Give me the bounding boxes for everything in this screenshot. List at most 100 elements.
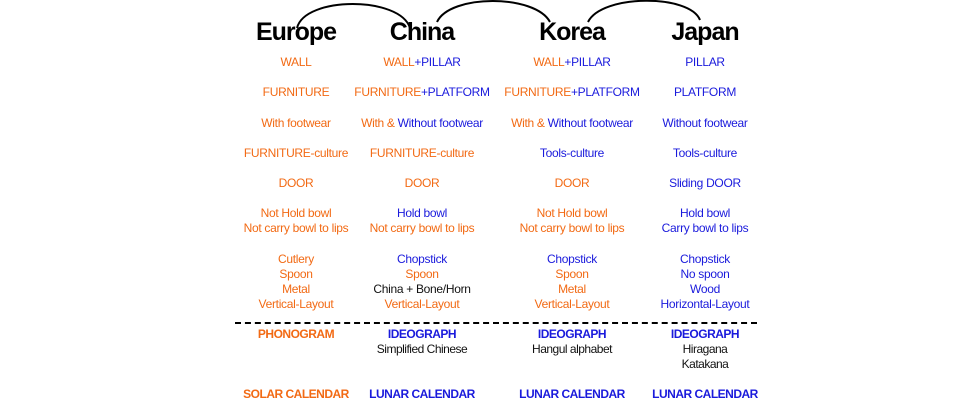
text-segment: Sliding DOOR [669,176,741,190]
text-segment: Katakana [681,357,729,371]
cell-line: With footwear [216,116,376,131]
text-segment: Hiragana [682,342,728,356]
text-segment: Metal [558,282,586,296]
trait-cell: DOOR [492,176,652,191]
cell-line: Sliding DOOR [625,176,785,191]
connector-arcs [296,0,701,29]
cell-line: IDEOGRAPH [342,327,502,342]
trait-cell: WALL [216,55,376,70]
cell-line: DOOR [342,176,502,191]
text-segment: Not Hold bowl [260,206,332,220]
column-title: Korea [539,18,606,46]
trait-cell: DOOR [216,176,376,191]
trait-cell: WALL+PILLAR [492,55,652,70]
cell-line: PILLAR [625,55,785,70]
cell-line: Not carry bowl to lips [216,221,376,236]
text-segment: Tools-culture [539,146,605,160]
text-segment: Tools-culture [672,146,738,160]
text-segment: WALL [383,55,415,69]
cell-line: Horizontal-Layout [625,297,785,312]
text-segment: +PILLAR [564,55,611,69]
text-segment: FURNITURE [262,85,330,99]
text-segment: China + Bone/Horn [373,282,471,296]
writing-system-cell: PHONOGRAM [216,327,376,342]
cell-line: Wood [625,282,785,297]
text-segment: With footwear [261,116,331,130]
arc-europe-china [296,3,411,29]
trait-cell: PILLAR [625,55,785,70]
text-segment: Hangul alphabet [532,342,612,356]
text-segment: Vertical-Layout [534,297,610,311]
cell-line: DOOR [492,176,652,191]
calendar-cell: LUNAR CALENDAR [492,387,652,402]
text-segment: FURNITURE-culture [369,146,475,160]
cell-line: FURNITURE+PLATFORM [492,85,652,100]
text-segment: Spoon [279,267,313,281]
cell-line: Not carry bowl to lips [342,221,502,236]
cell-line: Vertical-Layout [342,297,502,312]
dashed-divider [235,322,757,324]
trait-cell: WALL+PILLAR [342,55,502,70]
calendar-cell: LUNAR CALENDAR [342,387,502,402]
trait-cell: With & Without footwear [342,116,502,131]
cell-line: Tools-culture [625,146,785,161]
cell-line: Hold bowl [342,206,502,221]
text-segment: Chopstick [397,252,447,266]
text-segment: FURNITURE [504,85,571,99]
cell-line: FURNITURE-culture [342,146,502,161]
text-segment: Hold bowl [397,206,447,220]
cell-line: China + Bone/Horn [342,282,502,297]
text-segment: Spoon [405,267,439,281]
text-segment: With & [361,116,398,130]
cell-line: Tools-culture [492,146,652,161]
trait-cell: Tools-culture [625,146,785,161]
trait-cell: FURNITURE-culture [342,146,502,161]
trait-cell: Without footwear [625,116,785,131]
trait-cell: With & Without footwear [492,116,652,131]
text-segment: Cutlery [278,252,314,266]
text-segment: Without footwear [662,116,748,130]
text-segment: LUNAR CALENDAR [652,387,758,401]
text-segment: Carry bowl to lips [661,221,749,235]
cell-line: Spoon [342,267,502,282]
cell-line: WALL [216,55,376,70]
cell-line: Not Hold bowl [216,206,376,221]
text-segment: Not carry bowl to lips [369,221,475,235]
arc-china-korea [436,0,551,23]
cell-line: No spoon [625,267,785,282]
text-segment: Spoon [555,267,589,281]
text-segment: Not carry bowl to lips [519,221,625,235]
text-segment: DOOR [554,176,590,190]
text-segment: LUNAR CALENDAR [369,387,475,401]
trait-cell: With footwear [216,116,376,131]
text-segment: WALL [533,55,565,69]
text-segment: PLATFORM [673,85,737,99]
column-title: Japan [671,18,739,46]
text-segment: IDEOGRAPH [387,327,457,341]
cell-line: IDEOGRAPH [492,327,652,342]
text-segment: Chopstick [547,252,597,266]
text-segment: No spoon [680,267,730,281]
text-segment: DOOR [404,176,440,190]
trait-cell: FURNITURE-culture [216,146,376,161]
text-segment: +PLATFORM [570,85,640,99]
trait-cell: FURNITURE+PLATFORM [342,85,502,100]
trait-cell: FURNITURE+PLATFORM [492,85,652,100]
cell-line: FURNITURE-culture [216,146,376,161]
text-segment: PILLAR [685,55,725,69]
text-segment: IDEOGRAPH [537,327,607,341]
text-segment: Not Hold bowl [536,206,608,220]
cell-line: DOOR [216,176,376,191]
text-segment: Horizontal-Layout [660,297,750,311]
cell-line: Metal [492,282,652,297]
cell-line: Hangul alphabet [492,342,652,357]
text-segment: Metal [282,282,310,296]
